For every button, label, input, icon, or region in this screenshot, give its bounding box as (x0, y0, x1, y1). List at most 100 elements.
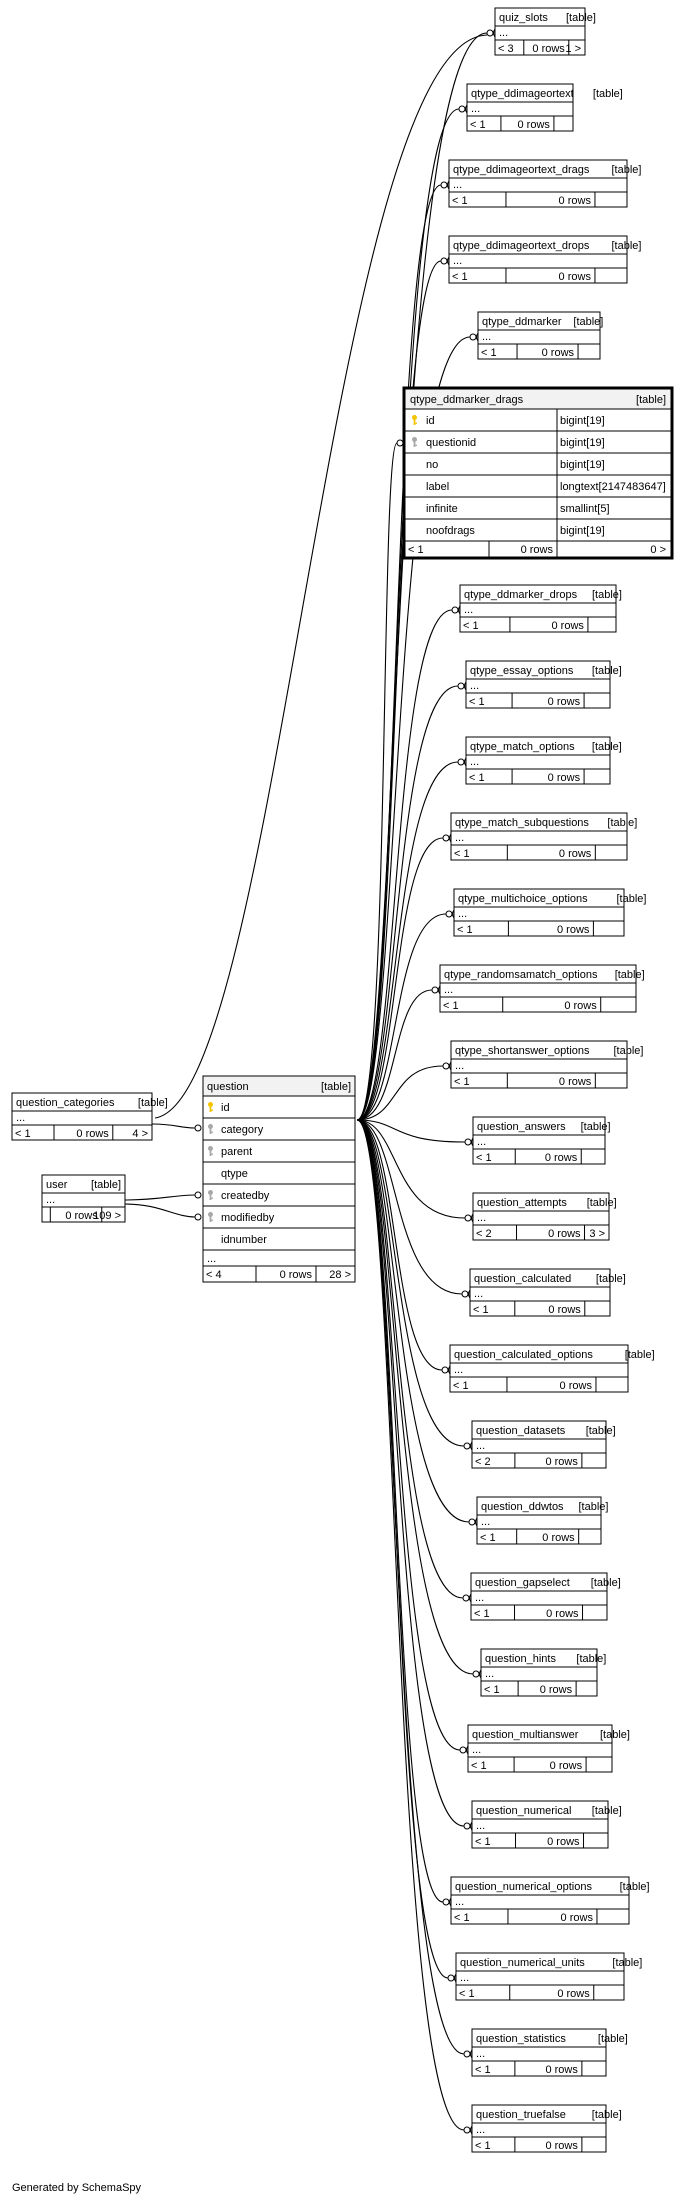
table-row-count: 0 rows (546, 1608, 579, 1620)
table-name: question (207, 1081, 249, 1093)
ellipsis-cell (202, 1249, 356, 1267)
table-row-count: 0 rows (545, 2064, 578, 2076)
table-row-count: 0 rows (518, 119, 551, 131)
table-parents-count: < 1 (475, 1836, 491, 1848)
foreign-key-icon (208, 1190, 213, 1200)
table-name: question_categories (16, 1097, 115, 1109)
table-tag: [table] (592, 741, 622, 753)
table-qtype-randomsamatch-options[interactable]: qtype_randomsamatch_options[table]...< 1… (439, 964, 645, 1013)
table-border (471, 1800, 609, 1849)
table-row-count: 0 rows (542, 347, 575, 359)
table-ellipsis-border (494, 25, 586, 41)
table-row-count: 0 rows (564, 1000, 597, 1012)
column-row-idnumber[interactable]: idnumber (202, 1227, 356, 1251)
table-name: question_numerical_options (455, 1881, 592, 1893)
column-name: id (221, 1102, 230, 1114)
table-ellipsis: ... (470, 756, 479, 768)
table-children-count: 4 > (132, 1128, 148, 1140)
table-border (470, 1572, 608, 1621)
table-tag: [table] (566, 12, 596, 24)
table-ellipsis: ... (476, 1440, 485, 1452)
table-question[interactable]: question[table]idcategoryparentqtypecrea… (202, 1075, 356, 1283)
relationship-question-qtype-essay-options (356, 685, 459, 1121)
key-tooth (211, 1153, 213, 1155)
table-ellipsis: ... (476, 1820, 485, 1832)
crowfoot-optional-marker (462, 1594, 470, 1602)
column-row-parent[interactable]: parent (202, 1139, 356, 1163)
column-row-createdby[interactable]: createdby (202, 1183, 356, 1207)
table-ellipsis: ... (471, 103, 480, 115)
column-name: noofdrags (426, 525, 475, 537)
column-row-category[interactable]: category (202, 1117, 356, 1141)
table-row-count: 0 rows (540, 1684, 573, 1696)
table-border (11, 1092, 153, 1141)
relationship-question-qtype-ddmarker-drops (356, 609, 453, 1121)
table-tag: [table] (586, 1425, 616, 1437)
table-border (465, 736, 611, 785)
key-head (208, 1190, 213, 1195)
table-row-count: 0 rows (559, 195, 592, 207)
table-ellipsis: ... (472, 1744, 481, 1756)
crowfoot-optional-marker (486, 29, 494, 37)
table-tag: [table] (615, 969, 645, 981)
column-row-modifiedby[interactable]: modifiedby (202, 1205, 356, 1229)
table-name: quiz_slots (499, 12, 548, 24)
table-border (453, 888, 625, 937)
table-ellipsis-border (471, 2046, 607, 2062)
column-row-id[interactable]: id (202, 1095, 356, 1119)
table-ellipsis-border (465, 678, 611, 694)
table-name: question_calculated (474, 1273, 571, 1285)
table-ellipsis-border (448, 253, 628, 269)
table-question-calculated-options[interactable]: question_calculated_options[table]...< 1… (449, 1344, 655, 1393)
table-row-count: 0 rows (545, 1152, 578, 1164)
table-border (448, 235, 628, 284)
table-parents-count: < 1 (443, 1000, 459, 1012)
column-row-qtype[interactable]: qtype (202, 1161, 356, 1185)
key-stem (209, 1128, 212, 1134)
table-parents-count: < 2 (475, 1456, 491, 1468)
table-name: question_ddwtos (481, 1501, 564, 1513)
table-ellipsis: ... (46, 1194, 55, 1206)
table-row-count: 0 rows (545, 1456, 578, 1468)
crowfoot-optional-marker (431, 986, 439, 994)
table-row-count: 0 rows (557, 1988, 590, 2000)
table-parents-count: < 1 (473, 1304, 489, 1316)
table-row-count: 0 rows (65, 1210, 98, 1222)
table-row-count: 0 rows (559, 1076, 592, 1088)
foreign-key-icon (412, 437, 417, 447)
crowfoot-optional-marker (442, 1062, 450, 1070)
